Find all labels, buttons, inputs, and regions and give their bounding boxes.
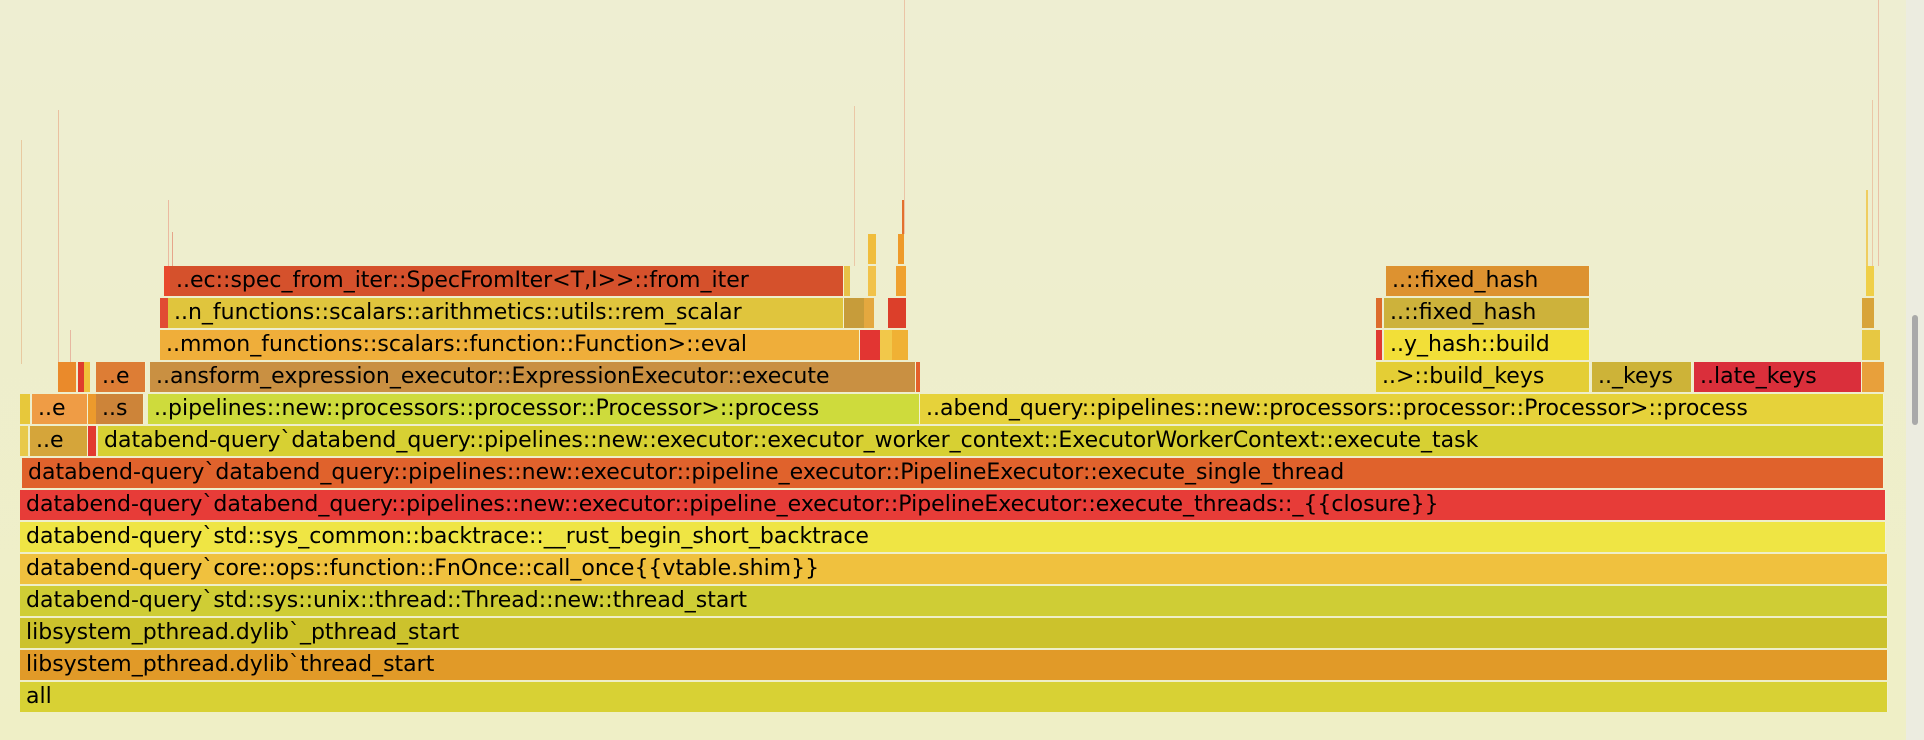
frame-pthread-start[interactable]: libsystem_pthread.dylib`_pthread_start [20, 618, 1888, 648]
frame-spec-from-iter[interactable]: ..ec::spec_from_iter::SpecFromIter<T,I>>… [170, 266, 844, 296]
vertical-scrollbar[interactable] [1906, 0, 1924, 740]
frame-label: databend-query`databend_query::pipelines… [28, 460, 1345, 485]
frame-label: databend-query`std::sys_common::backtrac… [26, 524, 869, 549]
narrow-frame [78, 362, 84, 392]
frame-label: ..y_hash::build [1390, 332, 1550, 357]
narrow-frame [88, 426, 96, 456]
frame-label: ..::fixed_hash [1392, 268, 1539, 293]
frame-build-keys[interactable]: ..>::build_keys [1376, 362, 1590, 392]
narrow-frame [20, 394, 30, 424]
frame-label: ..e [36, 428, 64, 453]
frame-thread-start[interactable]: libsystem_pthread.dylib`thread_start [20, 650, 1888, 680]
narrow-frame [88, 394, 96, 424]
narrow-frame [916, 362, 920, 392]
narrow-frame [164, 266, 170, 296]
hairline [70, 330, 71, 362]
frame-label: .._keys [1598, 364, 1673, 389]
hairline [172, 232, 173, 266]
frame-rust-begin-short-backtrace[interactable]: databend-query`std::sys_common::backtrac… [20, 522, 1886, 552]
narrow-frame [160, 298, 168, 328]
narrow-frame [58, 362, 76, 392]
frame-label: ..ansform_expression_executor::Expressio… [156, 364, 830, 389]
frame-label: databend-query`databend_query::pipelines… [26, 492, 1439, 517]
frame-fixed-hash[interactable]: ..::fixed_hash [1384, 298, 1590, 328]
narrow-frame [896, 266, 906, 296]
frame-short-e[interactable]: ..e [96, 362, 146, 392]
narrow-frame [1376, 298, 1382, 328]
frame-label: ..late_keys [1700, 364, 1817, 389]
frame-label: ..abend_query::pipelines::new::processor… [926, 396, 1748, 421]
narrow-frame [880, 330, 892, 360]
frame-label: databend-query`databend_query::pipelines… [104, 428, 1479, 453]
frame-label: ..mmon_functions::scalars::function::Fun… [166, 332, 748, 357]
scrollbar-thumb[interactable] [1912, 315, 1918, 425]
frame-processor-process[interactable]: ..pipelines::new::processors::processor:… [148, 394, 920, 424]
frame-rem-scalar[interactable]: ..n_functions::scalars::arithmetics::uti… [168, 298, 844, 328]
frame-fixed-hash[interactable]: ..::fixed_hash [1386, 266, 1590, 296]
narrow-frame [898, 234, 904, 264]
narrow-frame [844, 298, 864, 328]
narrow-frame [864, 298, 874, 328]
narrow-frame [20, 426, 28, 456]
frame-label: databend-query`core::ops::function::FnOn… [26, 556, 820, 581]
frame-label: ..e [102, 364, 130, 389]
frame-label: ..n_functions::scalars::arithmetics::uti… [174, 300, 742, 325]
frame-call-once[interactable]: databend-query`core::ops::function::FnOn… [20, 554, 1888, 584]
hairline [58, 110, 59, 362]
frame-execute-threads-closure[interactable]: databend-query`databend_query::pipelines… [20, 490, 1886, 520]
frame-late-keys[interactable]: ..late_keys [1694, 362, 1862, 392]
narrow-frame [1866, 266, 1874, 296]
hairline [1866, 190, 1868, 266]
frame-processor-process[interactable]: ..abend_query::pipelines::new::processor… [920, 394, 1884, 424]
frame-all[interactable]: all [20, 682, 1888, 712]
frame-label: ..ec::spec_from_iter::SpecFromIter<T,I>>… [176, 268, 749, 293]
frame-label: libsystem_pthread.dylib`thread_start [26, 652, 435, 677]
narrow-frame [1862, 362, 1884, 392]
hairline [1872, 100, 1873, 266]
narrow-frame [84, 362, 90, 392]
hairline [854, 106, 855, 266]
hairline [21, 140, 22, 364]
narrow-frame [868, 266, 876, 296]
frame-execute-task[interactable]: databend-query`databend_query::pipelines… [98, 426, 1884, 456]
frame-hash-build[interactable]: ..y_hash::build [1384, 330, 1590, 360]
narrow-frame [1376, 330, 1382, 360]
narrow-frame [1862, 330, 1880, 360]
frame-short-s[interactable]: ..s [96, 394, 144, 424]
frame-short-e[interactable]: ..e [32, 394, 88, 424]
frame-label: all [26, 684, 52, 709]
frame-label: libsystem_pthread.dylib`_pthread_start [26, 620, 460, 645]
frame-label: ..>::build_keys [1382, 364, 1545, 389]
narrow-frame [888, 298, 906, 328]
hairline [904, 0, 905, 234]
frame-label: ..e [38, 396, 66, 421]
frame-keys[interactable]: .._keys [1592, 362, 1692, 392]
narrow-frame [868, 234, 876, 264]
hairline [1878, 0, 1879, 266]
narrow-frame [1862, 298, 1874, 328]
narrow-frame [844, 266, 850, 296]
frame-label: ..s [102, 396, 128, 421]
frame-label: databend-query`std::sys::unix::thread::T… [26, 588, 748, 613]
narrow-frame [892, 330, 908, 360]
frame-label: ..pipelines::new::processors::processor:… [154, 396, 820, 421]
hairline [168, 200, 169, 266]
narrow-frame [860, 330, 880, 360]
frame-expression-executor[interactable]: ..ansform_expression_executor::Expressio… [150, 362, 916, 392]
frame-thread-new-start[interactable]: databend-query`std::sys::unix::thread::T… [20, 586, 1888, 616]
frame-short-e[interactable]: ..e [30, 426, 88, 456]
frame-function-eval[interactable]: ..mmon_functions::scalars::function::Fun… [160, 330, 860, 360]
hairline [902, 200, 904, 234]
frame-execute-single-thread[interactable]: databend-query`databend_query::pipelines… [22, 458, 1884, 488]
frame-label: ..::fixed_hash [1390, 300, 1537, 325]
